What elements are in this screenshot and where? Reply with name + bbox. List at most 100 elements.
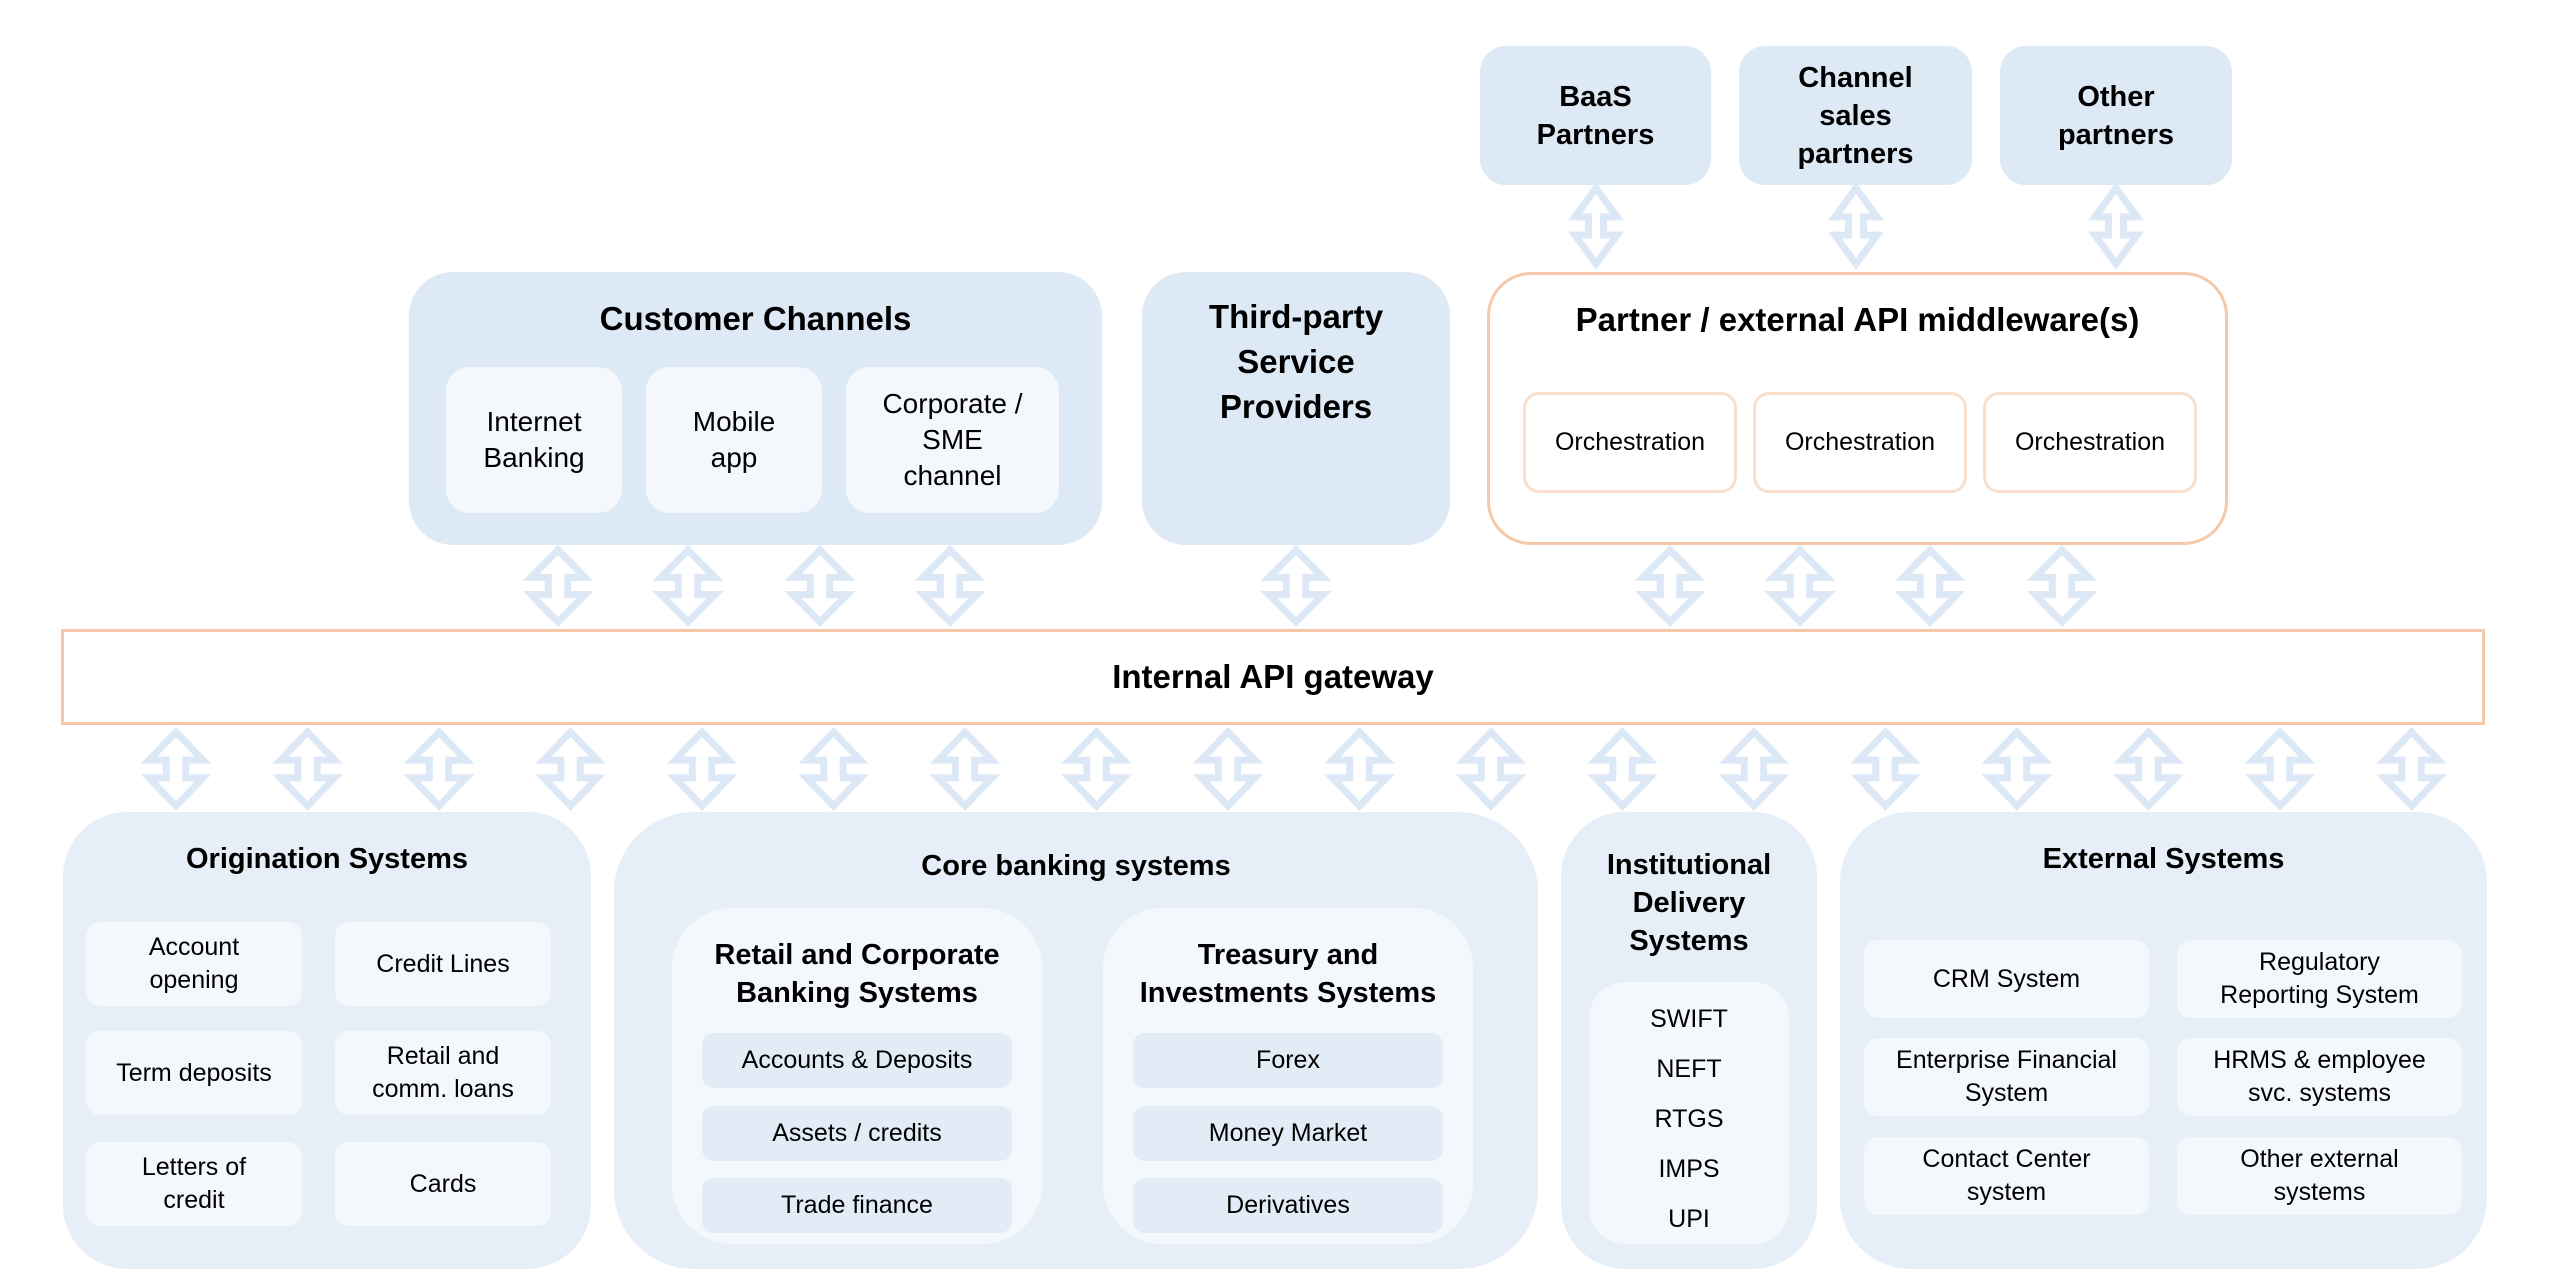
delivery-item: IMPS [1658, 1154, 1720, 1183]
origination-item-label: Cards [409, 1169, 477, 1198]
internal-api-gateway-label: Internal API gateway [1112, 658, 1434, 695]
bidirectional-arrow-icon [403, 726, 475, 812]
institutional-delivery-title: Institutional Delivery Systems [1606, 849, 1772, 957]
bidirectional-arrow-icon [1718, 726, 1790, 812]
channel-sales-partners-box: Channel sales partners [1739, 46, 1972, 185]
bidirectional-arrow-icon [2376, 726, 2447, 812]
core-item-label: Money Market [1208, 1119, 1368, 1147]
orchestration-box: Orchestration [1983, 392, 2197, 493]
bidirectional-arrow-icon [1764, 545, 1836, 627]
bidirectional-arrow-icon [1587, 726, 1658, 812]
channel-label: Internet Banking [483, 406, 585, 473]
core-item: Trade finance [702, 1178, 1012, 1233]
delivery-item: UPI [1668, 1204, 1710, 1233]
core-item-label: Derivatives [1226, 1191, 1350, 1219]
external-system-item: Regulatory Reporting System [2177, 940, 2462, 1018]
origination-item: Credit Lines [335, 922, 551, 1006]
external-system-label: Regulatory Reporting System [2220, 948, 2419, 1009]
bidirectional-arrow-icon [2088, 182, 2144, 270]
partner-middleware-title: Partner / external API middleware(s) [1575, 301, 2140, 338]
core-item-label: Forex [1256, 1046, 1320, 1074]
retail-corporate-banking-title: Retail and Corporate Banking Systems [714, 939, 1000, 1009]
bidirectional-arrow-icon [2026, 545, 2098, 627]
core-item-label: Accounts & Deposits [741, 1046, 973, 1074]
bidirectional-arrow-icon [929, 726, 1001, 812]
baas-partners-label: BaaS Partners [1536, 80, 1655, 151]
core-item: Derivatives [1133, 1178, 1443, 1233]
customer-channels-title: Customer Channels [599, 300, 912, 337]
bidirectional-arrow-icon [272, 726, 343, 812]
channel-sales-partners-label: Channel sales partners [1797, 61, 1914, 170]
delivery-item: RTGS [1654, 1104, 1724, 1133]
core-item: Forex [1133, 1033, 1443, 1088]
internal-api-gateway: Internal API gateway [61, 629, 2485, 725]
channel-label: Mobile app [692, 406, 776, 473]
bidirectional-arrow-icon [1260, 545, 1332, 627]
bidirectional-arrow-icon [1634, 545, 1706, 627]
retail-corporate-banking-group: Retail and Corporate Banking Systems Acc… [672, 908, 1042, 1244]
bidirectional-arrow-icon [798, 726, 869, 812]
other-partners-box: Other partners [2000, 46, 2232, 185]
bidirectional-arrow-icon [2244, 726, 2316, 812]
origination-item: Account opening [86, 922, 302, 1006]
delivery-channel-list: SWIFT NEFT RTGS IMPS UPI [1589, 982, 1789, 1244]
bidirectional-arrow-icon [1192, 726, 1264, 812]
treasury-investments-title: Treasury and Investments Systems [1139, 939, 1437, 1009]
bidirectional-arrow-icon [1828, 182, 1884, 270]
bidirectional-arrow-icon [1324, 726, 1395, 812]
orchestration-label: Orchestration [1554, 428, 1706, 456]
origination-item: Letters of credit [86, 1142, 302, 1226]
other-partners-label: Other partners [2057, 80, 2175, 151]
core-item-label: Assets / credits [772, 1119, 942, 1147]
external-system-label: Enterprise Financial System [1896, 1046, 2117, 1107]
bidirectional-arrow-icon [914, 545, 986, 627]
external-system-item: CRM System [1864, 940, 2149, 1018]
core-item: Accounts & Deposits [702, 1033, 1012, 1088]
origination-item: Retail and comm. loans [335, 1031, 551, 1115]
core-item-label: Trade finance [781, 1191, 933, 1219]
external-system-label: HRMS & employee svc. systems [2213, 1046, 2426, 1107]
origination-item-label: Letters of credit [141, 1153, 247, 1214]
external-system-label: Other external systems [2240, 1145, 2399, 1206]
delivery-item: SWIFT [1650, 1004, 1728, 1033]
baas-partners-box: BaaS Partners [1480, 46, 1711, 185]
external-system-label: Contact Center system [1922, 1145, 2091, 1206]
partner-middleware-group: Partner / external API middleware(s) Orc… [1487, 272, 2228, 545]
origination-item-label: Account opening [148, 933, 240, 994]
customer-channels-group: Customer Channels Internet Banking Mobil… [409, 272, 1102, 545]
bidirectional-arrow-icon [535, 726, 606, 812]
bidirectional-arrow-icon [1850, 726, 1921, 812]
bidirectional-arrow-icon [2113, 726, 2184, 812]
channel-internet-banking: Internet Banking [446, 367, 622, 513]
third-party-providers-title: Third-party Service Providers [1208, 298, 1384, 425]
external-system-item: Other external systems [2177, 1137, 2462, 1215]
delivery-item: NEFT [1656, 1054, 1722, 1083]
orchestration-label: Orchestration [1784, 428, 1936, 456]
core-banking-title: Core banking systems [921, 849, 1231, 882]
bidirectional-arrow-icon [1981, 726, 2053, 812]
core-banking-group: Core banking systems Retail and Corporat… [614, 812, 1538, 1269]
origination-item-label: Credit Lines [376, 949, 510, 978]
institutional-delivery-group: Institutional Delivery Systems SWIFT NEF… [1561, 812, 1817, 1269]
bidirectional-arrow-icon [784, 545, 856, 627]
bidirectional-arrow-icon [1568, 182, 1624, 270]
origination-item-label: Retail and comm. loans [372, 1042, 514, 1103]
channel-corporate-sme: Corporate / SME channel [846, 367, 1059, 513]
bidirectional-arrow-icon [666, 726, 738, 812]
channel-mobile-app: Mobile app [646, 367, 822, 513]
orchestration-box: Orchestration [1523, 392, 1737, 493]
origination-item: Cards [335, 1142, 551, 1226]
channel-label: Corporate / SME channel [882, 388, 1023, 491]
external-systems-title: External Systems [2042, 842, 2285, 875]
external-system-item: HRMS & employee svc. systems [2177, 1038, 2462, 1116]
orchestration-box: Orchestration [1753, 392, 1967, 493]
origination-item: Term deposits [86, 1031, 302, 1115]
bidirectional-arrow-icon [140, 726, 212, 812]
external-systems-group: External Systems CRM System Regulatory Re… [1840, 812, 2487, 1269]
core-item: Money Market [1133, 1106, 1443, 1161]
orchestration-label: Orchestration [2014, 428, 2166, 456]
origination-item-label: Term deposits [116, 1058, 272, 1087]
bidirectional-arrow-icon [1061, 726, 1132, 812]
